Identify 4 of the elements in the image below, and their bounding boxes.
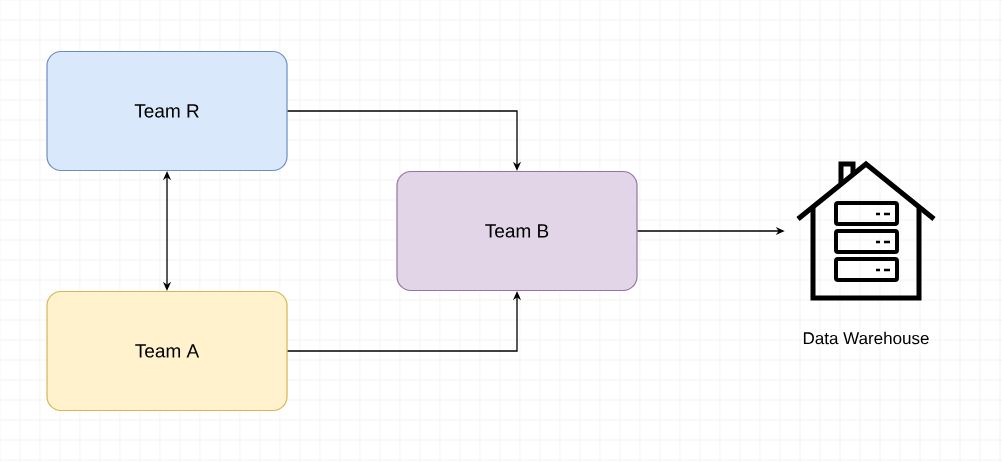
process-box: Team R — [46, 50, 288, 172]
process-box: Team A — [46, 290, 288, 412]
node-label: Data Warehouse — [803, 331, 929, 345]
process-box: Team B — [396, 170, 638, 292]
